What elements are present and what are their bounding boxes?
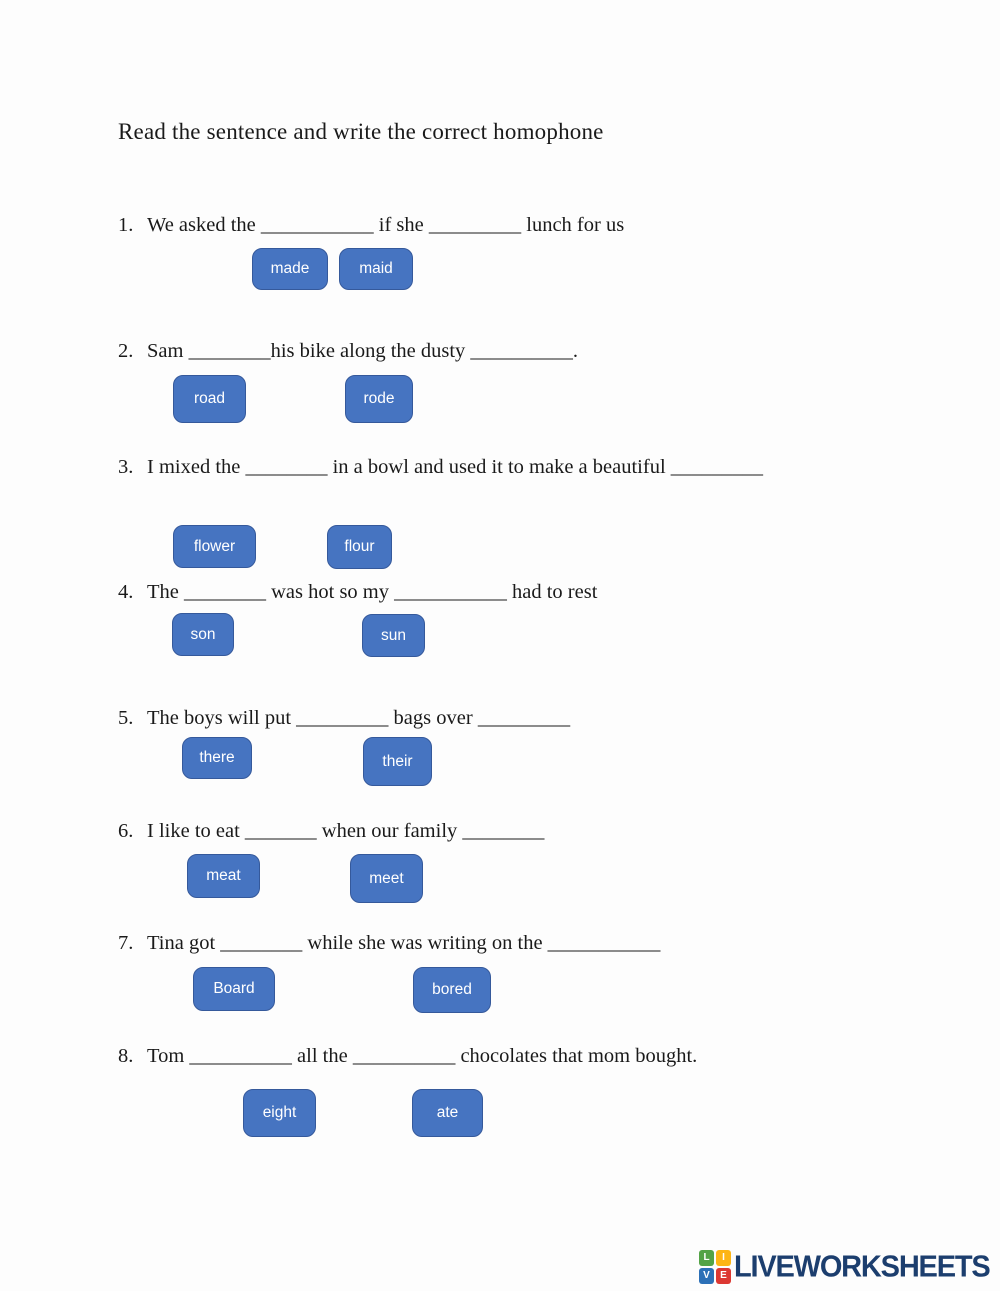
question-text: Tom __________ all the __________ chocol… [147,1045,698,1067]
word-button-made[interactable]: made [252,248,328,290]
question-row-6: 6. I like to eat _______ when our family … [118,817,544,845]
question-text: I like to eat _______ when our family __… [147,820,545,842]
question-row-1: 1. We asked the ___________ if she ______… [118,211,624,239]
word-button-meat[interactable]: meat [187,854,260,898]
liveworksheets-logo-text: LIVEWORKSHEETS [734,1249,991,1284]
question-number: 6. [118,820,134,842]
question-text: The ________ was hot so my ___________ h… [147,581,598,603]
question-row-5: 5. The boys will put _________ bags over … [118,704,570,732]
question-number: 3. [118,456,134,478]
question-row-2: 2. Sam ________his bike along the dusty _… [118,337,578,365]
question-number: 4. [118,581,134,603]
liveworksheets-logo-icon: L I V E [699,1250,731,1284]
word-button-ate[interactable]: ate [412,1089,483,1137]
question-row-7: 7. Tina got ________ while she was writin… [118,929,660,957]
word-button-board[interactable]: Board [193,967,275,1011]
word-button-flower[interactable]: flower [173,525,256,568]
question-row-3: 3. I mixed the ________ in a bowl and use… [118,453,763,481]
word-button-their[interactable]: their [363,737,432,786]
question-number: 7. [118,932,134,954]
logo-square-e: E [716,1268,731,1284]
logo-square-l: L [699,1250,714,1266]
question-text: I mixed the ________ in a bowl and used … [147,456,764,478]
word-button-there[interactable]: there [182,737,252,779]
word-button-sun[interactable]: sun [362,614,425,657]
word-button-bored[interactable]: bored [413,967,491,1013]
page-title: Read the sentence and write the correct … [118,119,604,144]
word-button-son[interactable]: son [172,613,234,656]
question-number: 8. [118,1045,134,1067]
logo-square-v: V [699,1268,714,1284]
logo-square-i: I [716,1250,731,1266]
question-number: 2. [118,340,134,362]
question-row-8: 8. Tom __________ all the __________ choc… [118,1042,697,1070]
question-number: 1. [118,214,134,236]
question-text: Tina got ________ while she was writing … [147,932,661,954]
word-button-road[interactable]: road [173,375,246,423]
question-number: 5. [118,707,134,729]
word-button-meet[interactable]: meet [350,854,423,903]
word-button-eight[interactable]: eight [243,1089,316,1137]
question-text: We asked the ___________ if she ________… [147,214,625,236]
word-button-flour[interactable]: flour [327,525,392,569]
question-text: The boys will put _________ bags over __… [147,707,571,729]
liveworksheets-logo[interactable]: L I V E LIVEWORKSHEETS [699,1249,991,1284]
question-row-4: 4. The ________ was hot so my ___________… [118,578,597,606]
word-button-rode[interactable]: rode [345,375,413,423]
word-button-maid[interactable]: maid [339,248,413,290]
question-text: Sam ________his bike along the dusty ___… [147,340,579,362]
